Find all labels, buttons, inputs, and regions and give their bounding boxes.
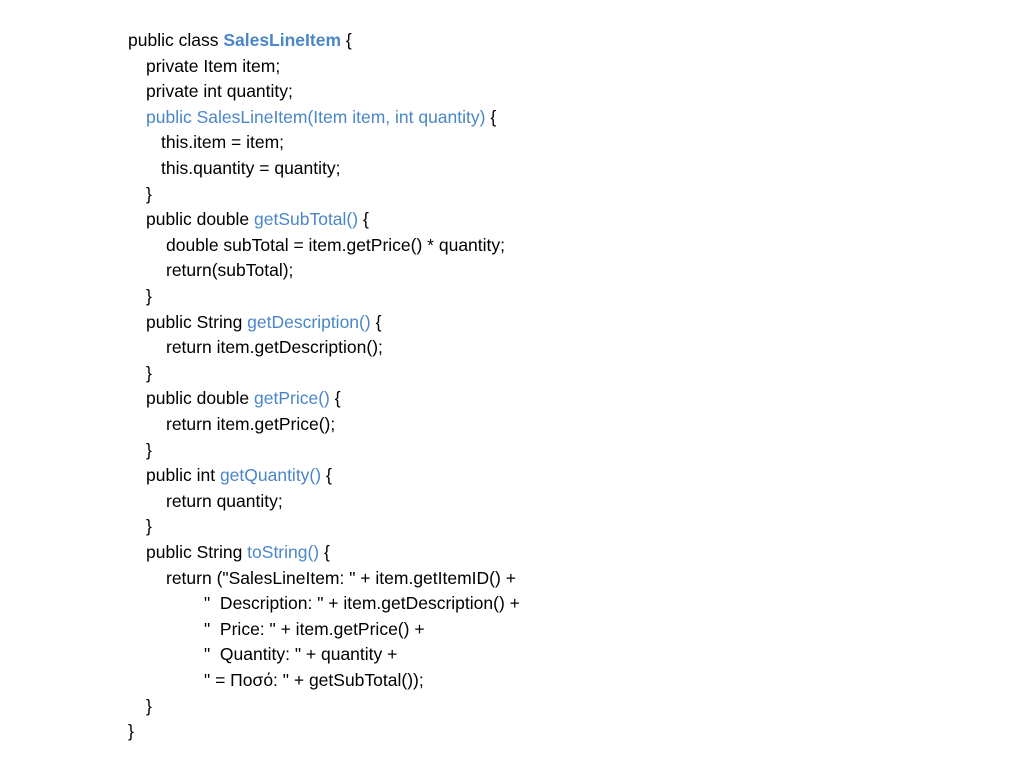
code-text: public class [128,30,224,50]
code-text: return item.getDescription(); [166,337,383,358]
code-line: private Item item; [146,56,280,76]
code-text: " Description: " + item.getDescription()… [204,593,520,614]
code-text: return(subTotal); [166,260,294,281]
code-text: public int [146,465,220,486]
code-line: } [146,286,152,306]
code-text: " = Ποσό: " + getSubTotal()); [204,670,424,690]
code-text: } [146,286,152,306]
code-text: return item.getPrice(); [166,414,336,434]
code-text: this.item = item; [161,132,285,153]
code-text: { [370,311,382,332]
code-line: " = Ποσό: " + getSubTotal()); [204,670,424,690]
code-line: public double getSubTotal() { [146,209,369,229]
code-text: } [146,362,152,383]
code-text: } [146,695,152,716]
code-text: { [321,465,332,486]
code-line: } [146,440,152,460]
code-text: double subTotal = item.getPrice() * quan… [166,234,506,255]
code-text: } [146,439,152,460]
code-line: return(subTotal); [166,260,293,280]
code-text: } [146,516,152,537]
code-text: { [485,106,497,127]
code-text: { [341,30,352,50]
code-line: " Quantity: " + quantity + [204,644,397,664]
code-text: public double [146,209,254,230]
code-line: return item.getPrice(); [166,414,335,434]
code-text: { [358,209,369,230]
code-identifier: SalesLineItem [223,30,342,50]
code-text: " Price: " + item.getPrice() + [204,618,425,639]
code-line: } [146,516,152,536]
code-text: public double [146,388,254,409]
code-identifier: public SalesLineItem(Item item, int quan… [146,106,486,127]
code-line: return quantity; [166,491,283,511]
code-line: this.quantity = quantity; [161,158,341,178]
code-line: this.item = item; [161,132,284,152]
code-text: { [329,388,341,409]
code-line: " Description: " + item.getDescription()… [204,593,520,613]
code-text: public String [146,542,248,562]
code-line: public int getQuantity() { [146,465,332,485]
code-line: public SalesLineItem(Item item, int quan… [146,107,496,127]
code-line: } [146,696,152,716]
code-identifier: getSubTotal() [254,209,359,230]
code-text: this.quantity = quantity; [161,158,341,178]
code-text: return ("SalesLineItem: " + item.getItem… [166,567,516,588]
code-text: private int quantity; [146,81,293,102]
code-identifier: getDescription() [247,311,371,332]
code-line: return item.getDescription(); [166,337,383,357]
code-line: double subTotal = item.getPrice() * quan… [166,235,505,255]
code-line: } [146,363,152,383]
code-identifier: getQuantity() [219,465,322,486]
code-line: } [128,721,134,741]
code-line: " Price: " + item.getPrice() + [204,619,425,639]
code-identifier: getPrice() [254,388,330,409]
code-line: public String getDescription() { [146,312,381,332]
code-text: " Quantity: " + quantity + [204,644,398,665]
code-text: { [319,542,330,562]
code-line: return ("SalesLineItem: " + item.getItem… [166,568,516,588]
code-line: public double getPrice() { [146,388,341,408]
code-line: public String toString() { [146,542,330,562]
code-line: private int quantity; [146,81,293,101]
code-text: } [128,721,134,742]
code-identifier: toString() [247,542,320,562]
code-line: } [146,184,152,204]
code-text: public String [146,311,248,332]
code-text: private Item item; [146,55,281,76]
code-line: public class SalesLineItem { [128,30,352,50]
code-text: } [146,183,152,204]
code-text: return quantity; [166,490,283,511]
